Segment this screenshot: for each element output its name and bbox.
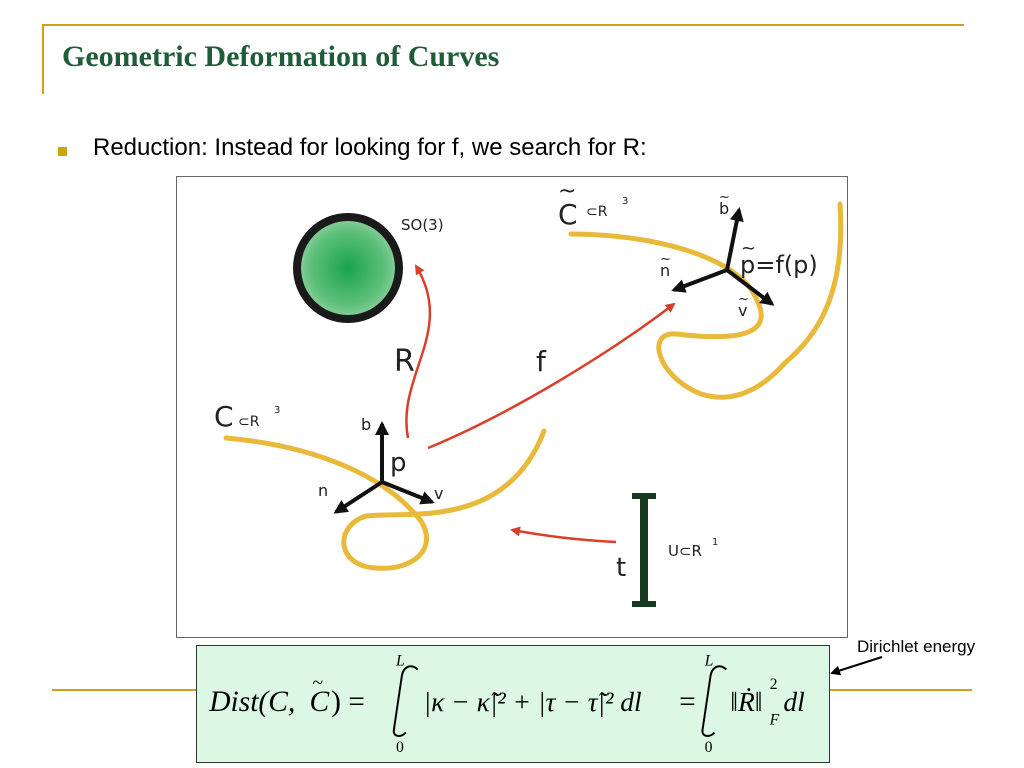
interval-u-superscript: 1 <box>712 537 718 548</box>
equals-2: = <box>679 686 696 718</box>
curve-c-tilde-superscript: 3 <box>622 196 628 207</box>
dirichlet-formula: Dist(C, C ~ ) = L 0 |κ − κ̃|² + |τ − τ̃|… <box>208 653 805 757</box>
p-tilde-label: p=f(p) <box>740 251 818 279</box>
n-vector <box>333 480 384 514</box>
integrand-2: ‖Ṙ‖ <box>730 686 762 717</box>
dirichlet-arrow <box>830 656 883 676</box>
lower-limit-2: 0 <box>705 739 713 756</box>
formula-lhs-close: ) = <box>331 686 365 718</box>
bottom-divider-right <box>830 689 972 691</box>
arrow-r-label: R <box>394 344 415 379</box>
upper-limit-1: L <box>395 653 405 670</box>
left-divider <box>42 24 44 94</box>
v-tilde-label: v <box>738 301 747 320</box>
curve-c-superscript: 3 <box>274 405 280 416</box>
arrow-f <box>427 302 676 450</box>
curve-c-tilde-mark: ~ <box>558 179 576 204</box>
n-tilde-vector <box>671 268 728 293</box>
p-tilde-mark: ~ <box>741 238 756 259</box>
bullet-marker <box>58 147 67 156</box>
deformation-diagram: SO(3) C ⊂R 3 C ~ ⊂R 3 R f b n v p b ~ n … <box>176 176 848 638</box>
norm-superscript: 2 <box>770 676 778 693</box>
upper-limit-2: L <box>704 653 714 670</box>
v-tilde-vector <box>725 268 775 306</box>
curve-c-subset: ⊂R <box>238 414 260 430</box>
b-label: b <box>361 415 371 434</box>
arrow-t <box>510 526 617 544</box>
so3-label: SO(3) <box>401 216 444 234</box>
bullet-text: Reduction: Instead for looking for f, we… <box>93 134 647 161</box>
b-tilde-vector <box>725 207 744 271</box>
v-vector <box>381 480 435 505</box>
formula-dl: dl <box>783 686 805 717</box>
bottom-divider-left <box>52 689 196 691</box>
formula-lhs-tilde: ~ <box>312 672 323 694</box>
slide-title: Geometric Deformation of Curves <box>62 40 500 73</box>
curve-c <box>223 428 547 571</box>
integral-sign-1 <box>392 665 419 737</box>
n-label: n <box>318 481 328 500</box>
arrow-r <box>405 264 432 439</box>
n-tilde-label: n <box>660 261 670 280</box>
t-label: t <box>616 553 626 583</box>
integral-sign-2 <box>701 665 728 737</box>
n-tilde-mark: ~ <box>660 252 671 267</box>
curve-c-tilde-subset: ⊂R <box>586 204 608 220</box>
v-label: v <box>434 484 443 503</box>
b-tilde-mark: ~ <box>719 190 730 205</box>
formula-lhs: Dist(C, <box>208 686 295 718</box>
curve-c-label: C <box>214 400 234 433</box>
dirichlet-energy-label: Dirichlet energy <box>857 637 976 656</box>
so3-sphere <box>301 221 395 315</box>
arrow-f-label: f <box>536 345 547 378</box>
p-label: p <box>390 448 407 478</box>
b-tilde-label: b <box>719 199 729 218</box>
interval-u-label: U⊂R <box>668 542 702 560</box>
formula-box: Dist(C, C ~ ) = L 0 |κ − κ̃|² + |τ − τ̃|… <box>196 645 830 763</box>
integrand-1: |κ − κ̃|² + |τ − τ̃|² dl <box>424 686 642 717</box>
norm-subscript: F <box>769 712 780 729</box>
curve-c-tilde-label: C <box>558 198 578 231</box>
lower-limit-1: 0 <box>396 739 404 756</box>
formula-lhs-c-tilde: C <box>310 686 330 718</box>
top-divider <box>42 24 964 26</box>
v-tilde-mark: ~ <box>738 292 749 307</box>
